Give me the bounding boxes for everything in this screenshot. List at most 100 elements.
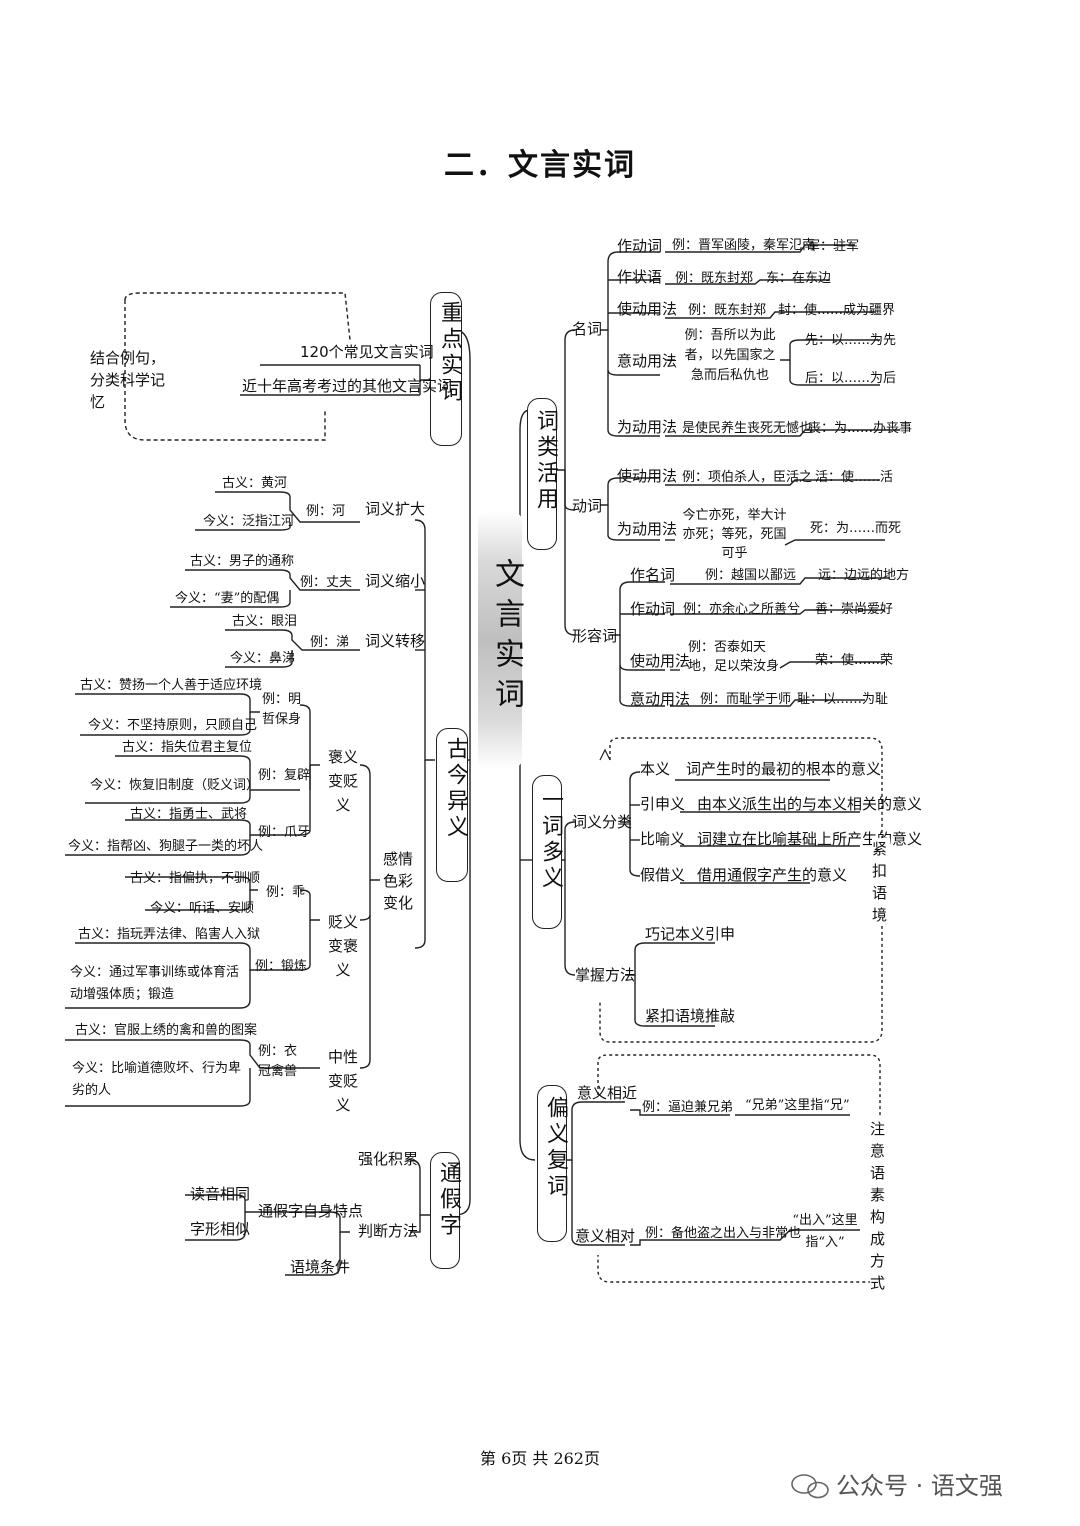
mingci-weidong: 为动用法	[617, 418, 678, 436]
pianyi-xiangdui: 意义相对	[575, 1227, 636, 1245]
mingci-zuodongci-ex: 例：晋军函陵，秦军氾南	[672, 238, 816, 253]
pianyi-xiangjin-ex: 例：逼迫兼兄弟	[642, 1100, 734, 1115]
page-title: 二．文言实词	[444, 148, 636, 183]
zhongdian-method: 结合例句，分类科学记忆	[90, 349, 166, 411]
baoyi-ex1-example: 例：明哲保身	[262, 692, 302, 727]
zhuanyi-example: 例：涕	[310, 635, 350, 650]
dongci-label: 动词	[572, 497, 603, 515]
bianyi-ex2-jin: 今义：通过军事训练或体育活动增强体质；锻造	[70, 965, 240, 1002]
bianyibian-label: 贬义变褒义	[327, 913, 358, 979]
baoyi-ex3-gu: 古义：指勇士、武将	[130, 807, 248, 822]
xrc-zuodongci-ex: 例：亦余心之所善兮	[683, 602, 801, 617]
xrc-yidong-m: 耻：以……为耻	[797, 692, 889, 707]
bianyi-ex1-example: 例：乖	[266, 885, 306, 900]
node-yiciduoyi: 一词多义	[532, 775, 563, 929]
xingrongci-label: 形容词	[572, 627, 618, 645]
kuoda-example: 例：河	[306, 504, 346, 519]
fenlei-item-4-desc: 借用通假字产生的意义	[697, 866, 848, 884]
fenlei-item-1-name: 本义	[640, 760, 671, 778]
mingci-weidong-ex: 是使民养生丧死无憾也	[682, 421, 813, 436]
baoyi-ex3-example: 例：爪牙	[258, 825, 311, 840]
dongci-shidong: 使动用法	[617, 467, 678, 485]
baoyi-ex2-gu: 古义：指失位君主复位	[122, 740, 253, 755]
fenlei-item-1-desc: 词产生时的最初的根本的意义	[686, 760, 882, 778]
baoyi-ex2-jin: 今义：恢复旧制度（贬义词）	[90, 778, 260, 793]
baoyibian-label: 褒义变贬义	[327, 748, 358, 814]
kuoda-label: 词义扩大	[365, 500, 426, 518]
ganqing-label: 感情色彩变化	[382, 850, 413, 912]
zhuanyi-gu: 古义：眼泪	[232, 614, 298, 629]
baoyi-ex1-gu: 古义：赞扬一个人善于适应环境	[80, 678, 263, 693]
suoxiao-label: 词义缩小	[365, 572, 426, 590]
mingci-label: 名词	[572, 320, 603, 338]
bianyi-ex1-jin: 今义：听话、安顺	[150, 901, 255, 916]
tongjia-tedian: 通假字自身特点	[258, 1202, 364, 1220]
node-gujin: 古今异义	[436, 728, 468, 882]
xrc-shidong-ex: 例：否泰如天地，足以荣汝身	[688, 640, 780, 674]
node-cilei-label: 词类活用	[533, 409, 558, 513]
mingci-zuozhuangyu: 作状语	[617, 268, 663, 286]
tongjia-yujing: 语境条件	[290, 1258, 351, 1276]
xrc-zuodongci-m: 善：崇尚爱好	[815, 602, 894, 617]
suoxiao-example: 例：丈夫	[300, 575, 353, 590]
dongci-weidong-m: 死：为……而死	[810, 521, 902, 536]
baoyi-ex1-jin: 今义：不坚持原则，只顾自己	[88, 718, 258, 733]
xrc-yidong: 意动用法	[630, 690, 691, 708]
zhongxing-jin: 今义：比喻道德败坏、行为卑劣的人	[72, 1061, 242, 1098]
center-node-label: 文言实词	[489, 558, 524, 718]
zhongdian-item-2: 近十年高考考过的其他文言实词	[242, 377, 453, 395]
page-footer: 第 6页 共 262页	[480, 1449, 600, 1468]
mingci-shidong-ex: 例：既东封郑	[688, 303, 767, 318]
zhongdian-item-1: 120个常见文言实词	[300, 343, 434, 361]
kuoda-jin: 今义：泛指江河	[203, 514, 295, 529]
zhongxing-label: 中性变贬义	[327, 1048, 358, 1114]
tongjia-duyin: 读音相同	[190, 1185, 251, 1203]
node-gujin-label: 古今异义	[443, 737, 468, 841]
zhongxing-example: 例：衣冠禽兽	[258, 1044, 298, 1079]
suoxiao-jin: 今义：“妻”的配偶	[175, 591, 280, 606]
fenlei-item-3-desc: 词建立在比喻基础上所产生的意义	[697, 830, 923, 848]
mingci-shidong-m: 封：使……成为疆界	[778, 303, 896, 318]
pianyi-side: 注意语素构成方式	[870, 1118, 888, 1294]
mingci-yidong-m2: 后：以……为后	[805, 371, 897, 386]
baoyi-ex3-jin: 今义：指帮凶、狗腿子一类的坏人	[68, 839, 264, 854]
tongjia-zixing: 字形相似	[190, 1220, 251, 1238]
xrc-zuodongci: 作动词	[630, 600, 676, 618]
mingci-yidong-ex: 例：吾所以为此者，以先国家之急而后私仇也	[684, 328, 776, 383]
pianyi-xiangdui-ex: 例：备他盗之出入与非常也	[645, 1226, 802, 1241]
yiciduoyi-side: 紧扣语境	[872, 838, 890, 926]
node-cilei: 词类活用	[527, 398, 558, 550]
xrc-yidong-ex: 例：而耻学于师	[700, 692, 792, 707]
node-tongjia: 通假字	[430, 1152, 461, 1269]
mingci-yidong-m1: 先：以……为先	[805, 333, 897, 348]
mingci-zuodongci: 作动词	[617, 237, 663, 255]
fangfa-item-2: 紧扣语境推敲	[645, 1007, 736, 1025]
dongci-weidong: 为动用法	[617, 520, 678, 538]
xrc-zuomingci-ex: 例：越国以鄙远	[705, 568, 797, 583]
fenlei-item-2-name: 引申义	[640, 795, 686, 813]
mingci-zuozhuangyu-m: 东：在东边	[766, 271, 832, 286]
center-node: 文言实词	[478, 510, 524, 770]
dongci-weidong-ex: 今亡亦死，举大计亦死；等死，死国可乎	[682, 508, 787, 561]
xrc-shidong-m: 荣：使……荣	[815, 653, 894, 668]
watermark-text: 公众号 · 语文强	[836, 1472, 1003, 1500]
watermark: 公众号 · 语文强	[836, 1466, 1003, 1501]
fenlei-label: 词义分类	[572, 813, 633, 831]
pianyi-xiangdui-m: “出入”这里指“入”	[792, 1213, 858, 1250]
mingci-zuodongci-m: 军：驻军	[807, 239, 860, 254]
zhuanyi-label: 词义转移	[365, 632, 426, 650]
wechat-icon	[791, 1474, 829, 1499]
node-tongjia-label: 通假字	[436, 1161, 461, 1239]
node-pianyi-label: 偏义复词	[543, 1096, 568, 1200]
bianyi-ex2-gu: 古义：指玩弄法律、陷害人入狱	[78, 927, 261, 942]
node-pianyi: 偏义复词	[537, 1085, 568, 1242]
xrc-shidong: 使动用法	[630, 652, 691, 670]
bianyi-ex2-example: 例：锻炼	[255, 959, 308, 974]
dongci-shidong-m: 活：使……活	[815, 470, 894, 485]
fenlei-item-4-name: 假借义	[640, 866, 686, 884]
fenlei-item-3-name: 比喻义	[640, 830, 686, 848]
baoyi-ex2-example: 例：复辟	[258, 768, 311, 783]
node-zhongdian: 重点实词	[430, 292, 462, 446]
pianyi-xiangjin: 意义相近	[577, 1084, 638, 1102]
fangfa-item-1: 巧记本义引申	[645, 925, 736, 943]
